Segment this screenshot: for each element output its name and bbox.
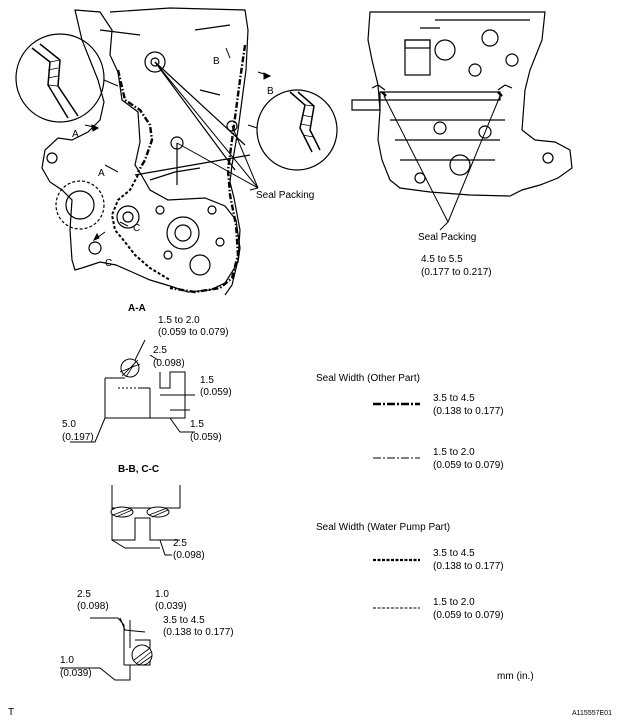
- legend-pump-line1-inches: (0.138 to 0.177): [433, 561, 504, 572]
- bottom-dim-b-inches: (0.039): [155, 601, 187, 612]
- aa-left-dim-inches: (0.197): [62, 432, 94, 443]
- seal-detail-circle-left: [15, 33, 119, 123]
- legend-other-line1: 3.5 to 4.5: [433, 393, 475, 404]
- bottom-dim-d: 1.0: [60, 655, 74, 666]
- legend-pump-line1: 3.5 to 4.5: [433, 548, 475, 559]
- callout-a-upper: A: [72, 129, 79, 140]
- seal-packing-leaders-left: [154, 61, 259, 191]
- legend-pump-line2: 1.5 to 2.0: [433, 597, 475, 608]
- legend-other-line2: 1.5 to 2.0: [433, 447, 475, 458]
- aa-right-dim2: 1.5: [190, 419, 204, 430]
- callout-c-mid: C: [133, 223, 140, 234]
- seal-packing-leaders-right: [383, 95, 501, 231]
- bottom-dim-a: 2.5: [77, 589, 91, 600]
- bottom-dim-d-inches: (0.039): [60, 668, 92, 679]
- right-seal-width-dim-inches: (0.177 to 0.217): [421, 267, 492, 278]
- bbcc-dim: 2.5: [173, 538, 187, 549]
- section-bbcc-drawing: [110, 485, 181, 556]
- section-aa-drawing: [70, 339, 195, 443]
- aa-right-dim2-inches: (0.059): [190, 432, 222, 443]
- bottom-section-drawing: [60, 617, 153, 681]
- seal-packing-label-left: Seal Packing: [256, 190, 314, 201]
- seal-packing-label-right: Seal Packing: [418, 232, 476, 243]
- section-arrows: [84, 47, 272, 241]
- bottom-dim-c-inches: (0.138 to 0.177): [163, 627, 234, 638]
- callout-b-right: B: [267, 86, 274, 97]
- aa-right-dim1-inches: (0.059): [200, 387, 232, 398]
- bottom-dim-c: 3.5 to 4.5: [163, 615, 205, 626]
- aa-left-dim: 5.0: [62, 419, 76, 430]
- legend-other-line2-inches: (0.059 to 0.079): [433, 460, 504, 471]
- figure-id: A115557E01: [572, 710, 612, 717]
- right-seal-width-dim: 4.5 to 5.5: [421, 254, 463, 265]
- corner-letter-t: T: [8, 707, 14, 718]
- legend-pump-line2-inches: (0.059 to 0.079): [433, 610, 504, 621]
- bbcc-dim-inches: (0.098): [173, 550, 205, 561]
- cylinder-block-drawing: [351, 11, 573, 197]
- aa-bead-dim: 2.5: [153, 345, 167, 356]
- units-label: mm (in.): [497, 671, 534, 682]
- bottom-dim-a-inches: (0.098): [77, 601, 109, 612]
- timing-chain-cover-drawing: [41, 7, 251, 296]
- section-aa-title: A-A: [128, 303, 146, 314]
- aa-right-dim1: 1.5: [200, 375, 214, 386]
- bottom-dim-b: 1.0: [155, 589, 169, 600]
- aa-bead-dim-inches: (0.098): [153, 358, 185, 369]
- aa-top-dim: 1.5 to 2.0: [158, 315, 200, 326]
- seal-detail-circle-right: [247, 89, 338, 171]
- legend-other-title: Seal Width (Other Part): [316, 373, 420, 384]
- callout-b-top: B: [213, 56, 220, 67]
- legend-pump-title: Seal Width (Water Pump Part): [316, 522, 450, 533]
- legend-other-line1-inches: (0.138 to 0.177): [433, 406, 504, 417]
- aa-top-dim-inches: (0.059 to 0.079): [158, 327, 229, 338]
- callout-c-lower: C: [105, 258, 112, 269]
- section-bbcc-title: B-B, C-C: [118, 464, 159, 475]
- callout-a-lower: A: [98, 168, 105, 179]
